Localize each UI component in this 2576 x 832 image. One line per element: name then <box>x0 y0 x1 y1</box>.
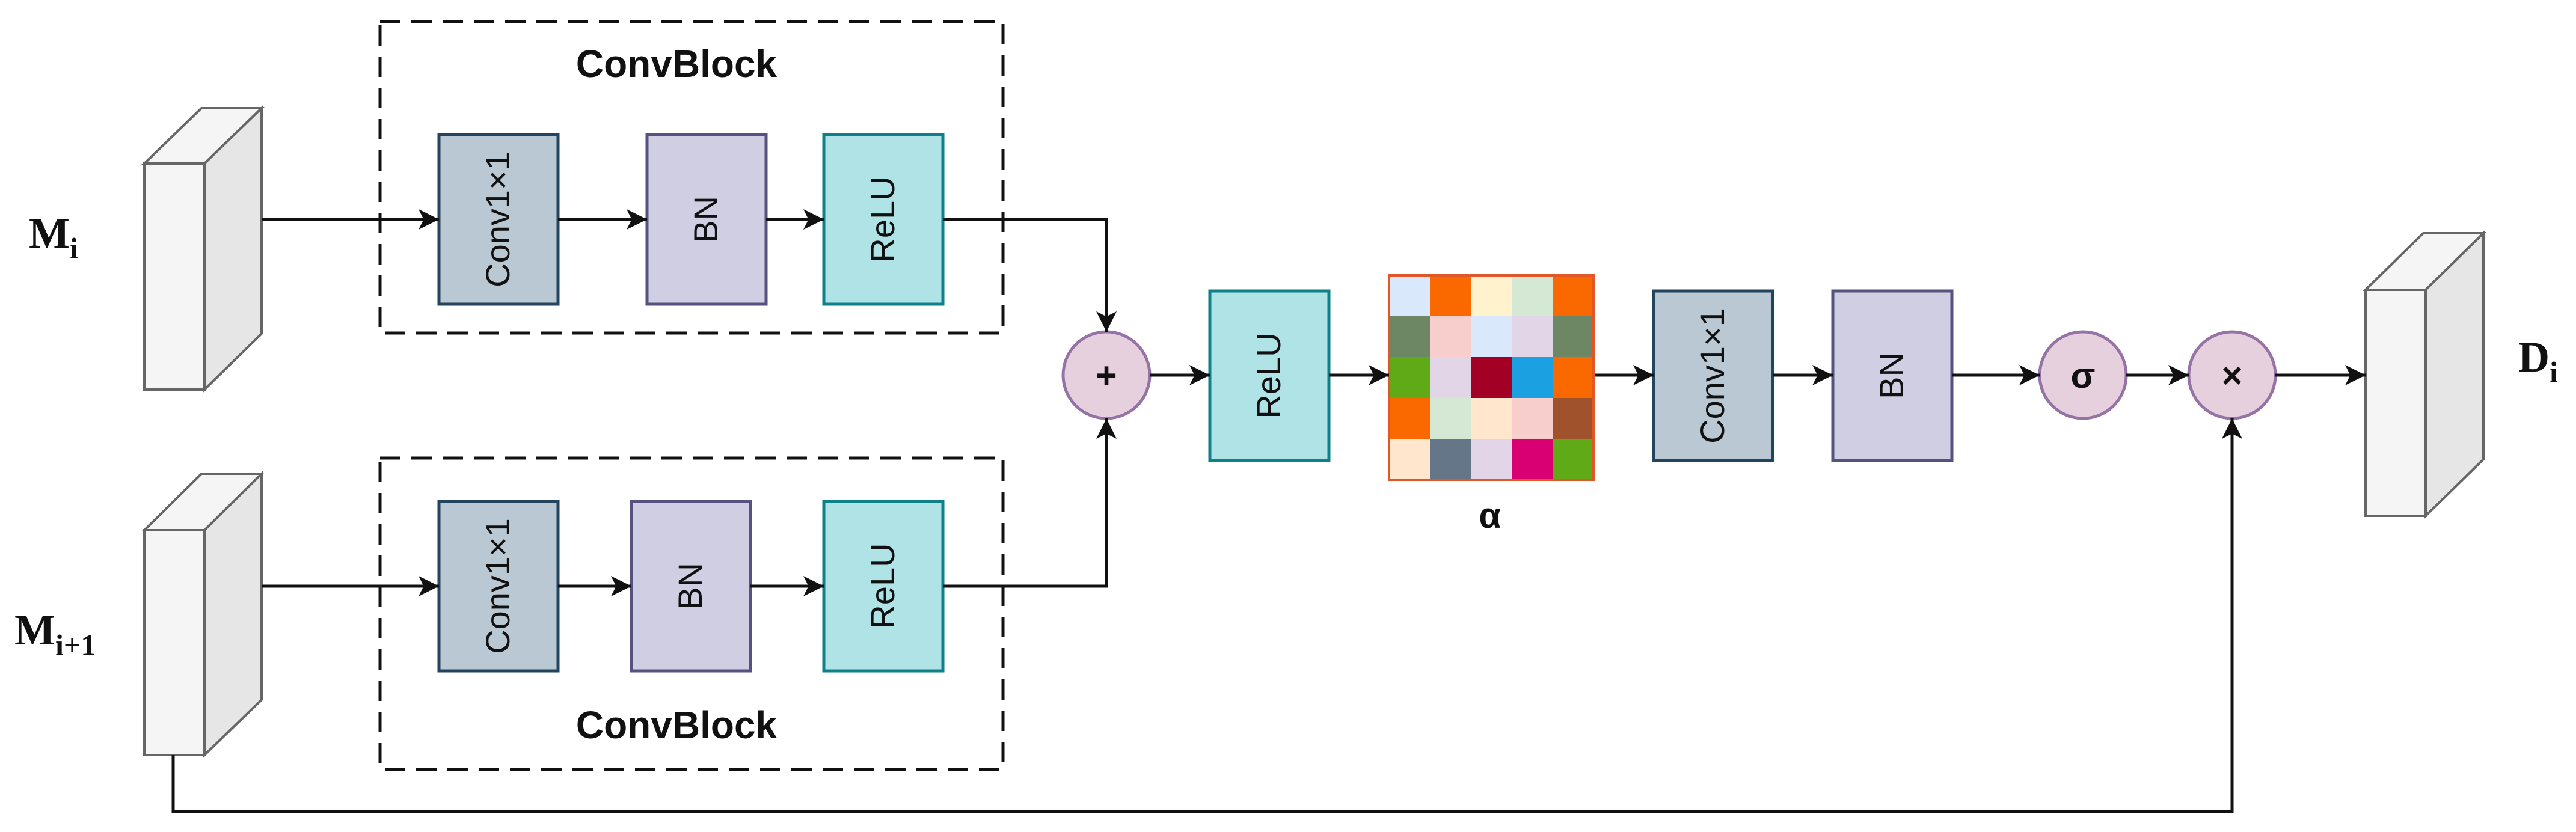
conv-block-top-conv-label: Conv1×1 <box>479 151 517 287</box>
conv-block-top-relu-label: ReLU <box>863 176 901 262</box>
post-conv-label: Conv1×1 <box>1693 308 1731 444</box>
alpha-cell <box>1471 439 1512 480</box>
alpha-cell <box>1471 275 1512 316</box>
conv-block-top-title: ConvBlock <box>576 42 777 85</box>
arrow-bottom-relu-to-add <box>943 418 1117 588</box>
alpha-grid-border <box>1388 274 1595 481</box>
alpha-cell <box>1553 357 1593 398</box>
post-relu-block <box>1208 289 1331 462</box>
alpha-cell <box>1430 357 1471 398</box>
alpha-cell <box>1553 316 1593 357</box>
alpha-cell <box>1512 439 1553 480</box>
arrow-skip-mi1-to-multiply <box>171 418 2242 813</box>
alpha-cell <box>1430 439 1471 480</box>
multiply-op-symbol: × <box>2221 355 2242 396</box>
output-label-di: Di <box>2518 333 2558 389</box>
input-label-mi1: Mi+1 <box>14 606 96 662</box>
conv-block-bottom-title: ConvBlock <box>576 703 777 747</box>
alpha-cell <box>1471 357 1512 398</box>
alpha-cell <box>1471 398 1512 439</box>
alpha-cell <box>1553 398 1593 439</box>
alpha-cell <box>1389 316 1430 357</box>
conv-block-bottom-conv-label: Conv1×1 <box>479 518 517 654</box>
arrow-top-relu-to-add <box>943 218 1117 332</box>
alpha-cell <box>1471 316 1512 357</box>
alpha-cell <box>1512 357 1553 398</box>
input-tensor-mi1 <box>141 471 265 758</box>
alpha-label: α <box>1479 495 1501 536</box>
post-bn-label: BN <box>1872 352 1910 399</box>
alpha-cell <box>1553 439 1593 480</box>
alpha-cell <box>1430 316 1471 357</box>
input-label-mi: Mi <box>29 209 78 265</box>
post-relu-label: ReLU <box>1250 332 1287 418</box>
alpha-cell <box>1430 398 1471 439</box>
output-tensor-di <box>2363 230 2486 519</box>
conv-block-bottom-bn-label: BN <box>671 563 709 610</box>
alpha-cell <box>1389 357 1430 398</box>
input-tensor-mi <box>141 105 265 393</box>
alpha-cell <box>1389 275 1430 316</box>
alpha-cell <box>1389 398 1430 439</box>
conv-block-top-bn-label: BN <box>687 196 725 243</box>
alpha-attention-map <box>1388 274 1595 481</box>
connectors <box>171 209 2366 813</box>
conv-block-top-relu <box>822 133 945 306</box>
alpha-cell <box>1553 275 1593 316</box>
alpha-cell <box>1512 398 1553 439</box>
alpha-cell <box>1430 275 1471 316</box>
add-op-symbol: + <box>1096 355 1117 396</box>
alpha-cell <box>1389 439 1430 480</box>
alpha-cell <box>1512 275 1553 316</box>
sigmoid-op-symbol: σ <box>2070 355 2095 396</box>
conv-block-bottom-relu-label: ReLU <box>863 543 901 629</box>
alpha-cell <box>1512 316 1553 357</box>
